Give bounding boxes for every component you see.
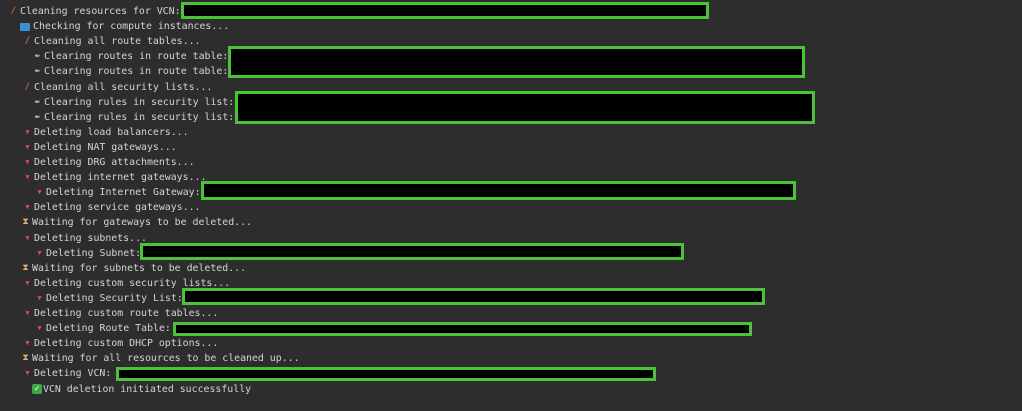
log-line: ▼ Deleting Internet Gateway:	[34, 185, 201, 200]
redacted-box	[228, 46, 805, 78]
hourglass-icon: ⧗	[22, 262, 29, 273]
triangle-down-icon: ▼	[25, 278, 30, 287]
log-text: Cleaning resources for VCN:	[20, 6, 181, 17]
log-line: ⧗Waiting for gateways to be deleted...	[20, 215, 252, 230]
log-text: Deleting Route Table:	[46, 323, 171, 335]
log-text: Deleting custom security lists...	[34, 277, 231, 289]
log-text: Waiting for gateways to be deleted...	[32, 217, 252, 229]
log-text: Clearing rules in security list:	[44, 96, 235, 108]
log-line: ✒Clearing routes in route table:	[32, 49, 229, 64]
log-text: Clearing routes in route table:	[44, 51, 229, 63]
log-text: Waiting for all resources to be cleaned …	[32, 353, 300, 365]
triangle-down-icon: ▼	[25, 309, 30, 317]
hourglass-icon: ⧗	[22, 353, 29, 364]
log-text: Deleting Subnet:	[46, 247, 142, 259]
broom-icon: ∕	[24, 36, 31, 47]
triangle-down-icon: ▼	[25, 369, 30, 378]
wrench-icon: ✒	[34, 96, 41, 107]
log-line: ▼ Deleting Route Table:	[34, 321, 171, 336]
broom-icon: ∕	[24, 81, 31, 92]
log-text: Deleting custom route tables...	[34, 308, 219, 319]
redacted-box	[201, 181, 796, 200]
triangle-down-icon: ▼	[37, 188, 42, 197]
triangle-down-icon: ▼	[25, 339, 30, 348]
log-line: ▼ Deleting custom route tables...	[22, 306, 218, 321]
broom-icon: ∕	[10, 6, 17, 16]
log-line: ▼ Deleting subnets...	[22, 231, 147, 246]
log-line: ▼ Deleting custom security lists...	[22, 276, 230, 291]
log-text: Deleting Security List:	[46, 292, 183, 304]
triangle-down-icon: ▼	[25, 158, 30, 166]
log-text: Cleaning all route tables...	[34, 36, 201, 48]
log-text: Waiting for subnets to be deleted...	[32, 262, 247, 274]
wrench-icon: ✒	[34, 111, 41, 122]
log-text: Deleting DRG attachments...	[34, 157, 195, 168]
log-text: Checking for compute instances...	[33, 21, 230, 33]
triangle-down-icon: ▼	[25, 173, 30, 182]
log-text: Deleting internet gateways...	[34, 172, 207, 184]
log-line: Checking for compute instances...	[20, 19, 229, 34]
log-line: ▼ Deleting VCN:	[22, 366, 111, 381]
triangle-down-icon: ▼	[25, 203, 30, 212]
log-line: ∕Cleaning all security lists...	[22, 80, 213, 95]
redacted-box	[116, 367, 656, 381]
monitor-icon	[20, 22, 30, 31]
log-line: ▼ Deleting Security List:	[34, 291, 183, 306]
redacted-box	[173, 322, 752, 336]
hourglass-icon: ⧗	[22, 217, 29, 228]
log-text: Deleting VCN:	[34, 368, 112, 380]
log-line: ⧗Waiting for all resources to be cleaned…	[20, 351, 300, 366]
log-line: ✒Clearing rules in security list:	[32, 95, 234, 110]
log-line: ✒Clearing routes in route table:	[32, 64, 229, 79]
log-text: Deleting custom DHCP options...	[34, 338, 219, 350]
log-line: ▼ Deleting DRG attachments...	[22, 155, 195, 170]
check-icon: ✓	[32, 384, 42, 394]
triangle-down-icon: ▼	[25, 233, 30, 242]
triangle-down-icon: ▼	[37, 324, 42, 333]
redacted-box	[235, 91, 815, 124]
log-line: ▼ Deleting custom DHCP options...	[22, 336, 218, 351]
triangle-down-icon: ▼	[37, 293, 42, 302]
log-line: ∕Cleaning resources for VCN:	[8, 4, 181, 19]
log-line: ▼ Deleting NAT gateways...	[22, 140, 177, 155]
log-line: ▼ Deleting internet gateways...	[22, 170, 206, 185]
log-text: Clearing routes in route table:	[44, 66, 229, 78]
log-line: ▼ Deleting service gateways...	[22, 200, 200, 215]
redacted-box	[181, 2, 709, 19]
log-text: Deleting service gateways...	[34, 202, 201, 214]
log-text: Deleting NAT gateways...	[34, 141, 177, 153]
triangle-down-icon: ▼	[37, 248, 42, 257]
redacted-box	[140, 243, 684, 260]
log-line: ▼ Deleting load balancers...	[22, 125, 189, 140]
triangle-down-icon: ▼	[25, 127, 30, 136]
wrench-icon: ✒	[34, 66, 41, 77]
redacted-box	[182, 288, 765, 305]
log-line: ✓VCN deletion initiated successfully	[32, 382, 251, 397]
triangle-down-icon: ▼	[25, 142, 30, 151]
log-line: ✒Clearing rules in security list:	[32, 110, 234, 125]
log-line: ∕Cleaning all route tables...	[22, 34, 201, 49]
wrench-icon: ✒	[34, 51, 41, 62]
log-text: Deleting subnets...	[34, 232, 147, 244]
log-text: Cleaning all security lists...	[34, 81, 213, 93]
log-text: Deleting load balancers...	[34, 126, 189, 138]
log-text: VCN deletion initiated successfully	[43, 383, 252, 395]
log-line: ⧗Waiting for subnets to be deleted...	[20, 261, 246, 276]
log-line: ▼ Deleting Subnet:	[34, 246, 141, 261]
log-text: Clearing rules in security list:	[44, 111, 235, 123]
log-text: Deleting Internet Gateway:	[46, 187, 201, 199]
